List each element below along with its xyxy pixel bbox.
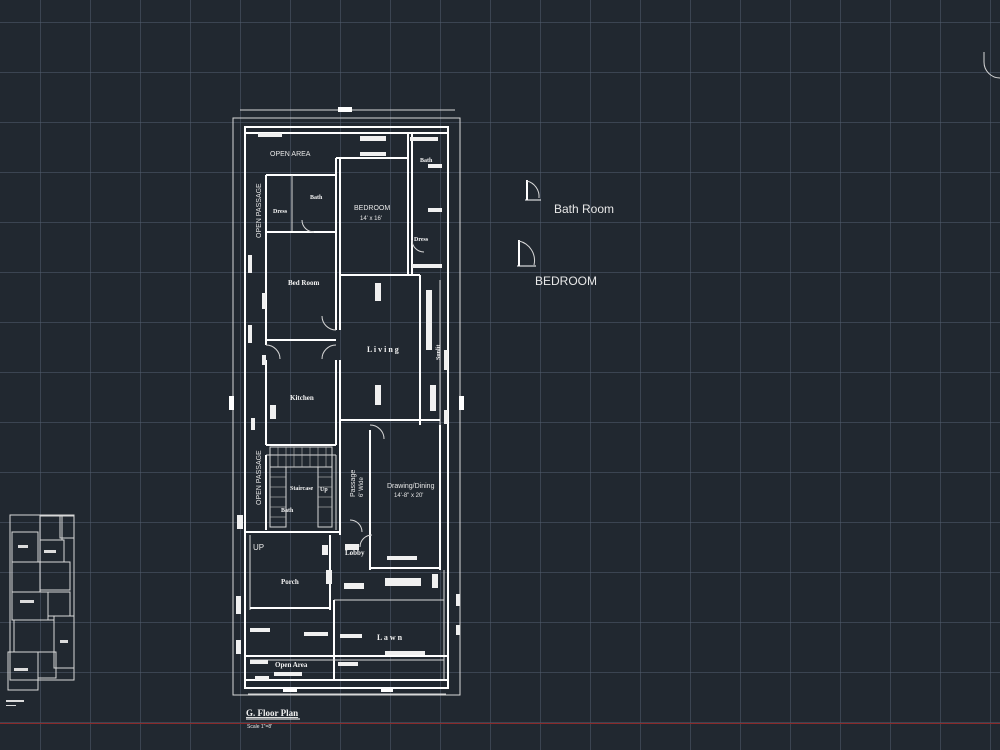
legend-bedroom-label: BEDROOM xyxy=(535,274,597,288)
room-label-open-passage-lower: OPEN PASSAGE xyxy=(256,450,263,505)
room-label-dress-left: Dress xyxy=(273,209,288,215)
legend-bath-room-label: Bath Room xyxy=(554,202,614,216)
room-label-up-stair: Up xyxy=(320,487,328,493)
plan-scale: Scale 1"=8' xyxy=(247,724,272,730)
room-label-passage: Passage xyxy=(350,470,357,497)
legend-bath-room[interactable]: Bath Room xyxy=(525,180,614,216)
plot-boundary xyxy=(229,107,464,696)
room-label-staircase: Staircase xyxy=(290,486,314,492)
room-label-living: L i v i n g xyxy=(367,345,399,354)
room-label-porch: Porch xyxy=(281,578,299,586)
room-label-drawing-dining-dim: 14'-8" x 20' xyxy=(394,493,423,499)
room-label-bath-top-right: Bath xyxy=(420,158,433,164)
room-label-bedroom-main: BEDROOM xyxy=(354,205,390,212)
interior-walls xyxy=(245,132,448,681)
edge-arc-symbol-icon xyxy=(983,52,1000,79)
room-label-passage-dim: 6' Wide xyxy=(359,477,365,497)
room-label-lobby: Lobby xyxy=(345,549,365,557)
plan-title-block: G. Floor Plan Scale 1"=8' xyxy=(246,708,300,730)
room-label-kitchen: Kitchen xyxy=(290,394,314,402)
room-label-lawn: L a w n xyxy=(377,633,403,642)
windows-fixtures xyxy=(236,133,460,680)
room-label-bath-lower: Bath xyxy=(281,508,294,514)
room-label-dress-top-right: Dress xyxy=(414,237,429,243)
bedroom-door-icon xyxy=(517,240,536,267)
room-labels: OPEN AREA Bath Dress Dress Bath BEDROOM … xyxy=(253,151,442,669)
plan-title: G. Floor Plan xyxy=(246,708,298,718)
room-label-bath-left: Bath xyxy=(310,195,323,201)
mini-floor-plan-thumbnail[interactable] xyxy=(6,514,75,706)
room-label-open-passage-upper: OPEN PASSAGE xyxy=(256,183,263,238)
staircase xyxy=(269,446,333,528)
room-label-bed-room: Bed Room xyxy=(288,279,319,287)
legend-bedroom[interactable]: BEDROOM xyxy=(517,240,597,288)
door-swings xyxy=(265,219,425,548)
room-label-drawing-dining: Drawing/Dining xyxy=(387,483,435,490)
room-label-open-area-top: OPEN AREA xyxy=(270,151,311,158)
room-label-up: UP xyxy=(253,543,264,552)
room-label-sunlit: Sunlit xyxy=(436,345,442,360)
room-label-open-area-bottom: Open Area xyxy=(275,661,308,669)
ucs-x-axis-line xyxy=(0,723,1000,724)
room-label-bedroom-main-dim: 14' x 16' xyxy=(360,216,382,222)
bath-room-door-icon xyxy=(525,180,541,201)
